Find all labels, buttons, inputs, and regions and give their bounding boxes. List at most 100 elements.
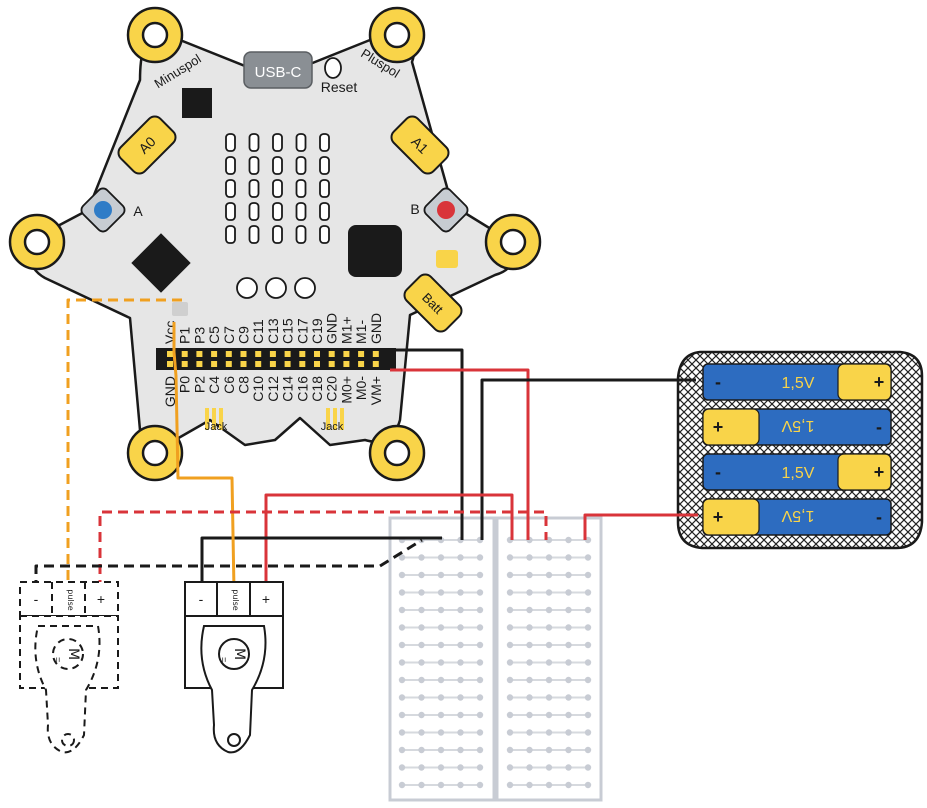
breadboard-hole[interactable] bbox=[457, 746, 464, 754]
breadboard-hole[interactable] bbox=[584, 641, 592, 649]
breadboard-hole[interactable] bbox=[457, 764, 464, 771]
breadboard-hole[interactable] bbox=[545, 694, 553, 701]
breadboard-hole[interactable] bbox=[418, 606, 425, 614]
breadboard-hole[interactable] bbox=[457, 606, 464, 614]
breadboard-hole[interactable] bbox=[506, 624, 514, 631]
breadboard-hole[interactable] bbox=[476, 764, 484, 771]
breadboard-hole[interactable] bbox=[398, 606, 406, 614]
breadboard-hole[interactable] bbox=[457, 624, 464, 631]
breadboard-hole[interactable] bbox=[526, 781, 533, 789]
breadboard-hole[interactable] bbox=[565, 781, 572, 789]
breadboard-hole[interactable] bbox=[457, 659, 464, 666]
breadboard-hole[interactable] bbox=[584, 554, 592, 561]
breadboard-hole[interactable] bbox=[526, 554, 533, 561]
breadboard-hole[interactable] bbox=[398, 711, 406, 719]
breadboard-hole[interactable] bbox=[476, 571, 484, 579]
breadboard-hole[interactable] bbox=[398, 729, 406, 736]
breadboard-hole[interactable] bbox=[584, 694, 592, 701]
breadboard-hole[interactable] bbox=[545, 746, 553, 754]
breadboard-hole[interactable] bbox=[584, 764, 592, 771]
breadboard-hole[interactable] bbox=[565, 589, 572, 596]
breadboard-hole[interactable] bbox=[565, 659, 572, 666]
breadboard-hole[interactable] bbox=[584, 781, 592, 789]
breadboard-hole[interactable] bbox=[476, 624, 484, 631]
breadboard-hole[interactable] bbox=[506, 729, 514, 736]
breadboard-hole[interactable] bbox=[437, 606, 445, 614]
breadboard-hole[interactable] bbox=[476, 781, 484, 789]
breadboard-hole[interactable] bbox=[437, 781, 445, 789]
breadboard-hole[interactable] bbox=[565, 676, 572, 684]
breadboard-hole[interactable] bbox=[584, 571, 592, 579]
breadboard-hole[interactable] bbox=[398, 676, 406, 684]
breadboard-hole[interactable] bbox=[506, 571, 514, 579]
breadboard-hole[interactable] bbox=[545, 571, 553, 579]
breadboard-hole[interactable] bbox=[584, 624, 592, 631]
breadboard-hole[interactable] bbox=[418, 676, 425, 684]
breadboard-hole[interactable] bbox=[506, 694, 514, 701]
breadboard-hole[interactable] bbox=[565, 711, 572, 719]
breadboard-hole[interactable] bbox=[437, 694, 445, 701]
breadboard-hole[interactable] bbox=[398, 659, 406, 666]
breadboard-hole[interactable] bbox=[526, 694, 533, 701]
breadboard-hole[interactable] bbox=[545, 711, 553, 719]
breadboard-hole[interactable] bbox=[526, 764, 533, 771]
reset-button[interactable] bbox=[324, 57, 342, 79]
breadboard-hole[interactable] bbox=[476, 676, 484, 684]
breadboard-hole[interactable] bbox=[457, 571, 464, 579]
breadboard-hole[interactable] bbox=[506, 659, 514, 666]
breadboard-hole[interactable] bbox=[398, 746, 406, 754]
breadboard-hole[interactable] bbox=[545, 764, 553, 771]
breadboard-hole[interactable] bbox=[565, 606, 572, 614]
breadboard-hole[interactable] bbox=[437, 589, 445, 596]
breadboard-hole[interactable] bbox=[437, 641, 445, 649]
breadboard-hole[interactable] bbox=[418, 711, 425, 719]
breadboard-hole[interactable] bbox=[526, 606, 533, 614]
breadboard-hole[interactable] bbox=[437, 624, 445, 631]
breadboard-hole[interactable] bbox=[545, 554, 553, 561]
breadboard-hole[interactable] bbox=[584, 589, 592, 596]
breadboard-hole[interactable] bbox=[457, 694, 464, 701]
breadboard-hole[interactable] bbox=[506, 764, 514, 771]
button-b[interactable] bbox=[422, 186, 470, 234]
breadboard-hole[interactable] bbox=[545, 676, 553, 684]
breadboard-hole[interactable] bbox=[506, 589, 514, 596]
breadboard-hole[interactable] bbox=[526, 711, 533, 719]
breadboard-hole[interactable] bbox=[457, 711, 464, 719]
breadboard-hole[interactable] bbox=[526, 729, 533, 736]
breadboard-hole[interactable] bbox=[506, 711, 514, 719]
breadboard-hole[interactable] bbox=[398, 624, 406, 631]
breadboard-hole[interactable] bbox=[584, 676, 592, 684]
breadboard-hole[interactable] bbox=[437, 764, 445, 771]
breadboard-hole[interactable] bbox=[457, 554, 464, 561]
breadboard-hole[interactable] bbox=[545, 624, 553, 631]
breadboard-hole[interactable] bbox=[565, 729, 572, 736]
breadboard-hole[interactable] bbox=[457, 676, 464, 684]
breadboard-hole[interactable] bbox=[418, 624, 425, 631]
breadboard-hole[interactable] bbox=[526, 676, 533, 684]
breadboard-hole[interactable] bbox=[506, 781, 514, 789]
breadboard-hole[interactable] bbox=[565, 624, 572, 631]
breadboard-hole[interactable] bbox=[506, 554, 514, 561]
breadboard-hole[interactable] bbox=[476, 711, 484, 719]
breadboard-hole[interactable] bbox=[398, 641, 406, 649]
breadboard-hole[interactable] bbox=[476, 729, 484, 736]
breadboard-hole[interactable] bbox=[418, 764, 425, 771]
breadboard-hole[interactable] bbox=[584, 729, 592, 736]
breadboard-hole[interactable] bbox=[565, 641, 572, 649]
breadboard-hole[interactable] bbox=[437, 711, 445, 719]
breadboard-hole[interactable] bbox=[457, 729, 464, 736]
breadboard-hole[interactable] bbox=[398, 764, 406, 771]
breadboard-hole[interactable] bbox=[506, 676, 514, 684]
breadboard-hole[interactable] bbox=[398, 589, 406, 596]
breadboard-hole[interactable] bbox=[506, 746, 514, 754]
breadboard-hole[interactable] bbox=[506, 641, 514, 649]
breadboard-hole[interactable] bbox=[526, 589, 533, 596]
breadboard-hole[interactable] bbox=[437, 554, 445, 561]
breadboard-hole[interactable] bbox=[476, 746, 484, 754]
breadboard-hole[interactable] bbox=[545, 729, 553, 736]
breadboard-hole[interactable] bbox=[565, 764, 572, 771]
breadboard-hole[interactable] bbox=[418, 781, 425, 789]
breadboard-hole[interactable] bbox=[398, 554, 406, 561]
breadboard-hole[interactable] bbox=[437, 746, 445, 754]
breadboard-hole[interactable] bbox=[565, 694, 572, 701]
